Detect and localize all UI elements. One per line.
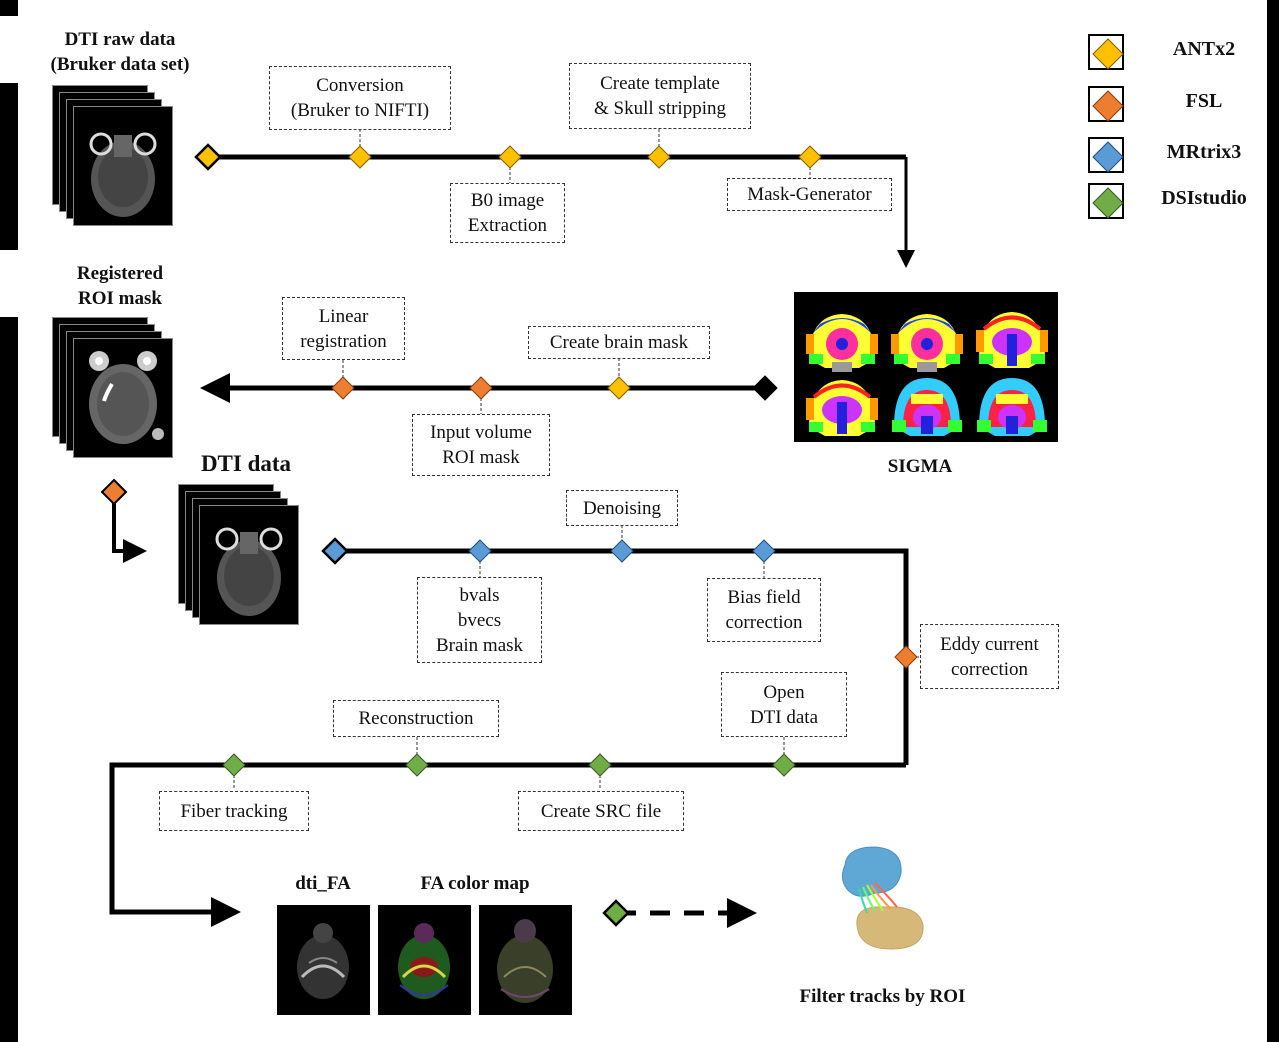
legend-item-dsistudio: DSIstudio — [1088, 183, 1268, 221]
row3-line — [335, 548, 909, 765]
step-input-volume: Input volume ROI mask — [412, 414, 550, 476]
fa-color-map-title: FA color map — [420, 873, 530, 894]
diamond-icon — [498, 145, 522, 169]
legend-item-fsl: FSL — [1088, 86, 1268, 124]
diamond-icon — [588, 753, 612, 777]
diamond-icon — [610, 539, 634, 563]
left-edge-strip — [0, 83, 18, 250]
legend-item-mrtrix3: MRtrix3 — [1088, 137, 1268, 175]
step-reconstruction: Reconstruction — [333, 700, 499, 737]
diamond-icon — [331, 376, 355, 400]
left-edge-strip — [0, 317, 18, 1042]
step-create-src-file: Create SRC file — [518, 791, 684, 831]
sigma-atlas-image — [794, 292, 1058, 442]
diamond-icon — [798, 145, 822, 169]
diamond-icon — [469, 376, 493, 400]
diamonds — [100, 143, 918, 927]
step-linear-registration: Linear registration — [282, 297, 405, 360]
step-eddy-current-correction: Eddy current correction — [920, 624, 1059, 689]
roi-to-dti-arrow — [112, 492, 147, 563]
step-fiber-tracking: Fiber tracking — [159, 791, 309, 831]
roi-mask-mri-image — [89, 351, 164, 444]
legend-label: DSIstudio — [1161, 187, 1247, 209]
step-bvals-bvecs: bvals bvecs Brain mask — [417, 577, 542, 663]
left-edge-strip — [0, 0, 18, 16]
diamond-icon — [607, 376, 631, 400]
dti-data-title: DTI data — [200, 451, 292, 476]
diamond-icon — [348, 145, 372, 169]
diamond-icon — [752, 539, 776, 563]
dti-fa-title: dti_FA — [295, 873, 351, 894]
diamond-icon — [1092, 38, 1124, 70]
step-open-dti-data: Open DTI data — [721, 672, 847, 737]
legend-label: MRtrix3 — [1166, 141, 1242, 163]
filter-tracks-title: Filter tracks by ROI — [799, 986, 966, 1007]
row4-line — [109, 762, 906, 927]
dti-mri-image — [215, 527, 283, 616]
filter-tracks-image — [841, 846, 924, 950]
legend-item-antx2: ANTx2 — [1088, 34, 1268, 72]
diamond-icon — [468, 539, 492, 563]
step-b0-extraction: B0 image Extraction — [450, 183, 565, 243]
legend-label: FSL — [1185, 90, 1223, 112]
step-bias-field-correction: Bias field correction — [707, 578, 821, 642]
step-create-template: Create template & Skull stripping — [569, 63, 751, 129]
registered-roi-title: Registered ROI mask — [76, 263, 164, 309]
step-conversion: Conversion (Bruker to NIFTI) — [269, 66, 451, 130]
step-create-brain-mask: Create brain mask — [528, 326, 710, 359]
diamond-icon — [1092, 90, 1124, 122]
brain-mri-image — [89, 132, 157, 217]
diamond-icon — [772, 753, 796, 777]
legend-label: ANTx2 — [1172, 38, 1236, 60]
step-denoising: Denoising — [566, 490, 678, 526]
right-edge-strip — [1267, 0, 1279, 1042]
raw-data-title: DTI raw data (Bruker data set) — [50, 29, 190, 75]
diamond-icon-start-row3 — [321, 537, 349, 565]
diamond-icon-start-row1 — [194, 143, 222, 171]
diamond-icon-dsistudio-output — [602, 899, 630, 927]
diamond-icon — [647, 145, 671, 169]
diamond-icon-start-row2 — [752, 375, 778, 401]
step-mask-generator: Mask-Generator — [727, 178, 892, 211]
diamond-icon-roi — [100, 478, 128, 506]
fa-color-map-image — [378, 905, 471, 1015]
sigma-title: SIGMA — [887, 456, 953, 477]
diamond-icon — [1092, 187, 1124, 219]
diamond-icon — [894, 645, 918, 669]
diamond-icon — [1092, 141, 1124, 173]
diamond-icon — [222, 753, 246, 777]
dti-fa-image — [277, 905, 370, 1015]
diamond-icon — [405, 753, 429, 777]
fa-color-map-image-2 — [479, 905, 572, 1015]
